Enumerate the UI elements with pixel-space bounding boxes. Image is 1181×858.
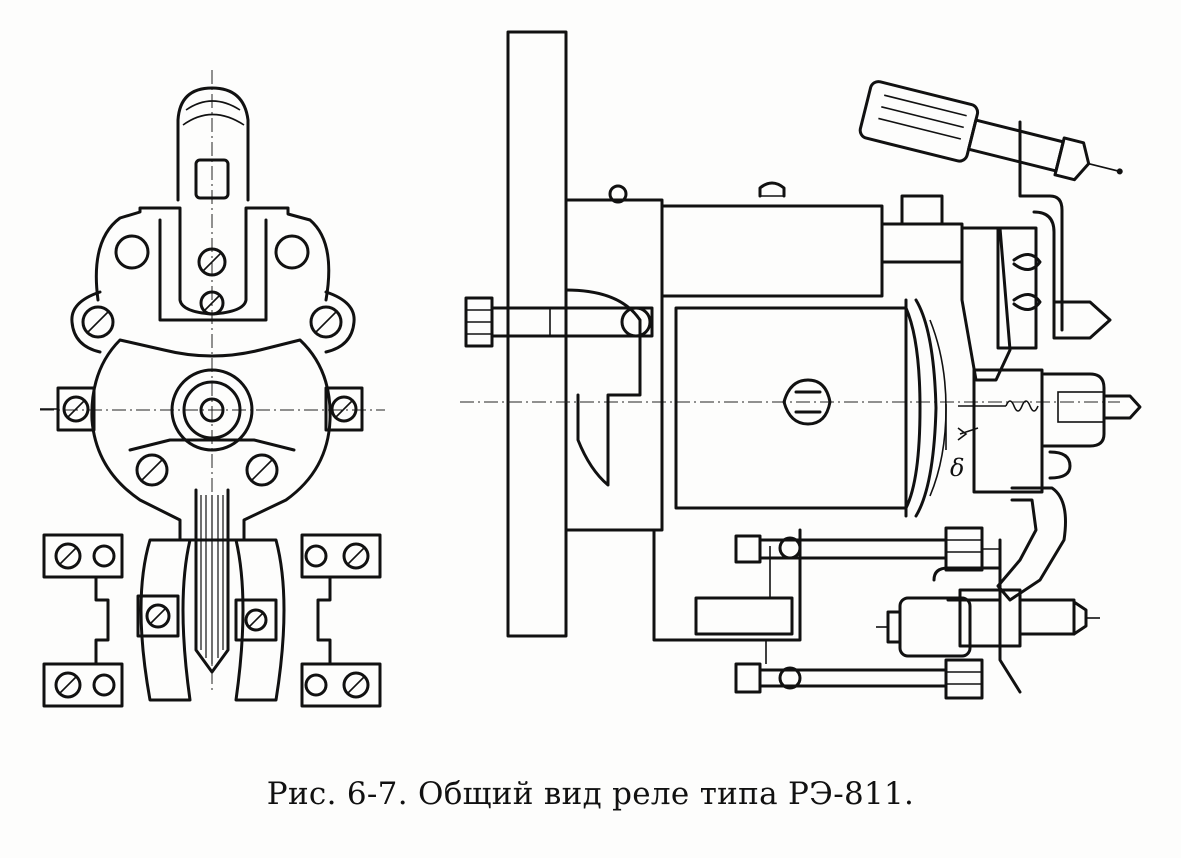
terminal-lower-left-2 <box>42 662 124 708</box>
relay-drawing: δ <box>40 30 1142 708</box>
lower-spring-left <box>139 538 192 702</box>
core-outer <box>170 368 254 452</box>
coil-screw <box>782 378 832 426</box>
armature-lever <box>972 368 1044 494</box>
core-nut <box>199 397 225 423</box>
top-contact-housing <box>176 86 250 202</box>
contact-column <box>960 226 1012 382</box>
base-frame <box>564 198 664 532</box>
relay-body <box>90 338 332 542</box>
mounting-panel <box>506 30 568 638</box>
front-view <box>40 70 385 708</box>
armature-stem <box>194 488 230 674</box>
adjust-screw-assembly <box>858 80 1123 182</box>
terminal-lower-right-2 <box>300 662 382 708</box>
terminal-lower-right-1 <box>300 533 382 579</box>
spring <box>1005 400 1039 412</box>
yoke-top <box>660 204 884 298</box>
coil <box>674 306 922 510</box>
terminal-right <box>324 386 364 432</box>
lower-frame <box>652 528 802 642</box>
lower-conductor <box>996 486 1067 602</box>
side-view: δ <box>460 30 1142 700</box>
gap-label: δ <box>950 454 964 482</box>
lower-spring-right <box>234 538 286 702</box>
figure-caption: Рис. 6-7. Общий вид реле типа РЭ-811. <box>266 776 915 812</box>
terminal-lower-left-1 <box>42 533 124 579</box>
